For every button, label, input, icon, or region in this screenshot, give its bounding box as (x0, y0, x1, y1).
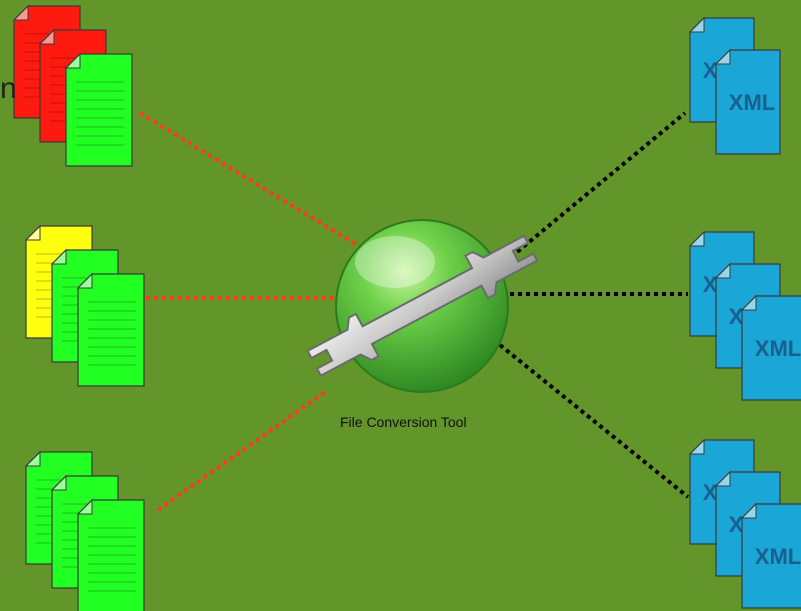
wrench-icon (306, 234, 539, 377)
xml-page-group-2-3: XML (740, 294, 801, 401)
cut-off-text: n (0, 72, 17, 105)
tool-label: File Conversion Tool (340, 414, 467, 430)
connector-left-1 (138, 111, 367, 252)
xml-label: XML (729, 90, 775, 115)
connector-right-3 (498, 343, 690, 499)
source-page-group-1-3 (64, 52, 133, 167)
source-page-group-3-3 (76, 498, 145, 611)
conversion-tool-icon (306, 219, 539, 393)
xml-label: XML (755, 336, 801, 361)
globe-highlight (355, 236, 435, 288)
source-page-group-2-3 (76, 272, 145, 387)
source-documents (12, 4, 145, 611)
xml-label: XML (755, 544, 801, 569)
left-connectors (138, 111, 367, 512)
connector-right-1 (503, 111, 687, 264)
xml-documents: XMLXMLXMLXMLXMLXMLXMLXML (688, 16, 801, 609)
xml-page-group-1-2: XML (714, 48, 781, 155)
xml-page-group-3-3: XML (740, 502, 801, 609)
right-connectors (498, 111, 690, 499)
connector-left-3 (156, 388, 330, 512)
